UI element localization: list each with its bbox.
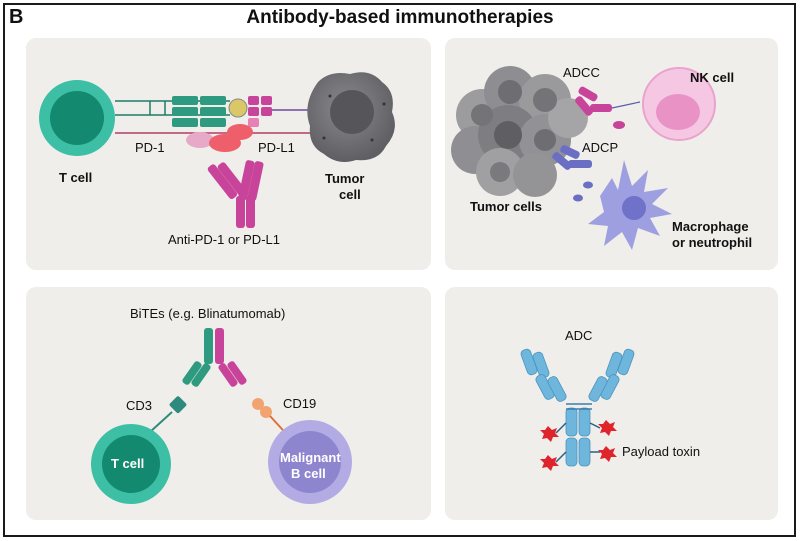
t-cell-1 — [39, 80, 115, 156]
label-macrophage-line1: Macrophage — [672, 219, 749, 234]
label-t-cell-1: T cell — [59, 170, 92, 185]
label-anti-pd1: Anti-PD-1 or PD-L1 — [168, 232, 280, 247]
label-payload: Payload toxin — [622, 444, 700, 459]
pd1-receptor — [186, 132, 214, 148]
macrophage — [588, 160, 672, 250]
label-cd3: CD3 — [126, 398, 152, 413]
toxin-star-4 — [598, 446, 617, 462]
pdl1-ligand — [209, 124, 253, 152]
label-pd1: PD-1 — [135, 140, 165, 155]
label-tumor-line2: cell — [339, 187, 361, 202]
label-adcp: ADCP — [582, 140, 618, 155]
toxin-star-2 — [540, 455, 559, 471]
nk-cell — [642, 67, 716, 141]
label-t-cell-2: T cell — [111, 456, 144, 471]
b-cell — [268, 420, 352, 504]
label-adcc: ADCC — [563, 65, 600, 80]
anti-pd1-antibody — [207, 160, 264, 228]
panel-letter: B — [9, 6, 24, 28]
panel-bites — [26, 287, 431, 520]
label-tumor-line1: Tumor — [325, 171, 364, 186]
label-nk-cell: NK cell — [690, 70, 734, 85]
label-cd19: CD19 — [283, 396, 316, 411]
nk-link — [611, 101, 641, 109]
label-macrophage-line2: or neutrophil — [672, 235, 752, 250]
cd3-receptor — [149, 396, 187, 433]
toxin-payloads — [540, 420, 617, 471]
panel-adc — [445, 287, 778, 520]
adcc-antibody — [575, 86, 625, 129]
tumor-cell-1 — [307, 72, 395, 162]
toxin-star-1 — [540, 426, 559, 442]
toxin-star-3 — [598, 420, 617, 436]
label-bites-title: BiTEs (e.g. Blinatumomab) — [130, 306, 285, 321]
t-cell-2 — [91, 424, 171, 504]
figure-title: Antibody-based immunotherapies — [246, 7, 554, 28]
adc-hinge — [566, 403, 592, 410]
label-pdl1: PD-L1 — [258, 140, 295, 155]
adc-antibody — [520, 348, 635, 467]
label-adc-title: ADC — [565, 328, 592, 343]
label-tumor-cells: Tumor cells — [470, 199, 542, 214]
bite-antibody — [182, 328, 247, 387]
tcr-complex — [172, 96, 272, 127]
adcp-antibody — [552, 145, 593, 202]
label-b-cell-line2: B cell — [291, 466, 326, 481]
label-b-cell-line1: Malignant — [280, 450, 341, 465]
